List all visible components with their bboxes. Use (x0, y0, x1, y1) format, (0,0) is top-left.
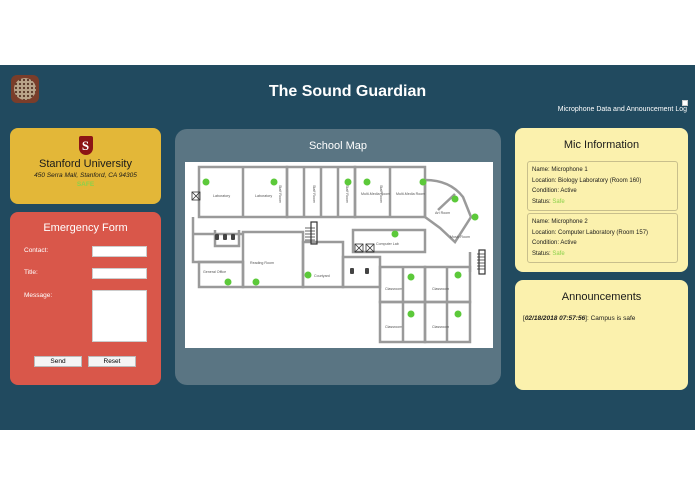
mic-status: Safe (552, 250, 565, 257)
send-button[interactable]: Send (34, 356, 82, 367)
contact-label: Contact: (24, 247, 49, 254)
microphone-marker[interactable] (471, 213, 479, 221)
mic-status-row: Status: Safe (532, 197, 673, 208)
microphone-marker[interactable] (224, 278, 232, 286)
title-label: Title: (24, 269, 38, 276)
microphone-marker[interactable] (202, 178, 210, 186)
room-label: General Office (203, 270, 226, 274)
school-map-title: School Map (308, 140, 368, 152)
mic-condition: Condition: Active (532, 188, 577, 194)
school-address: 450 Serra Mall, Stanford, CA 94305 (34, 172, 137, 179)
mic-condition: Condition: Active (532, 240, 577, 246)
microphone-marker[interactable] (304, 271, 312, 279)
message-label: Message: (24, 292, 53, 299)
room-label: Classroom (432, 325, 449, 329)
room-label: Laboratory (255, 194, 272, 198)
microphone-marker[interactable] (391, 230, 399, 238)
school-map-panel: School Map (175, 129, 501, 385)
mic-status-label: Status: (532, 198, 553, 205)
room-label: Classroom (385, 325, 402, 329)
mic-card-2[interactable]: Name: Microphone 2 Location: Computer La… (527, 213, 678, 263)
speaker-grille (14, 78, 36, 100)
room-label: Multi-Media Room (361, 192, 390, 196)
room-label: Courtyard (314, 274, 330, 278)
mic-card-1[interactable]: Name: Microphone 1 Location: Biology Lab… (527, 161, 678, 211)
reset-button[interactable]: Reset (88, 356, 136, 367)
microphone-marker[interactable] (407, 310, 415, 318)
room-label: Computer Lab (376, 242, 399, 246)
room-label: Staff Room (312, 185, 316, 203)
mic-name: Name: Microphone 2 (532, 219, 588, 225)
school-name: Stanford University (39, 158, 132, 170)
room-label: Art Room (435, 211, 450, 215)
mic-location: Location: Computer Laboratory (Room 157) (532, 229, 649, 236)
announcements-title: Announcements (561, 291, 642, 303)
microphone-marker[interactable] (344, 178, 352, 186)
mic-status-row: Status: Safe (532, 249, 673, 260)
announcement-text: Campus is safe (590, 315, 636, 322)
room-label: Laboratory (213, 194, 230, 198)
school-card: S Stanford University 450 Serra Mall, St… (10, 128, 161, 204)
emergency-form: Emergency Form Contact: Title: Message: … (10, 212, 161, 385)
room-label: Classroom (432, 287, 449, 291)
log-link[interactable]: Microphone Data and Announcement Log (557, 106, 687, 113)
announcement-timestamp: 02/18/2018 07:57:56 (524, 315, 586, 322)
announcement-item: [02/18/2018 07:57:56]: Campus is safe (523, 315, 636, 322)
emergency-form-title: Emergency Form (43, 222, 128, 234)
microphone-marker[interactable] (407, 273, 415, 281)
school-status: SAFE (76, 181, 95, 188)
room-label: Staff Room (345, 185, 349, 203)
message-textarea[interactable] (92, 290, 147, 342)
contact-input[interactable] (92, 246, 147, 257)
title-input[interactable] (92, 268, 147, 279)
mic-info-panel: Mic Information Name: Microphone 1 Locat… (515, 128, 688, 272)
microphone-marker[interactable] (454, 310, 462, 318)
microphone-speaker-icon (11, 75, 39, 103)
stanford-logo-icon: S (78, 136, 93, 155)
mic-status: Safe (552, 198, 565, 205)
room-label: Multi-Media Room (396, 192, 425, 196)
microphone-marker[interactable] (363, 178, 371, 186)
microphone-marker[interactable] (252, 278, 260, 286)
mic-location: Location: Biology Laboratory (Room 160) (532, 177, 642, 184)
room-label: Reading Room (250, 261, 274, 265)
room-label: Music Room (450, 235, 470, 239)
mic-status-label: Status: (532, 250, 553, 257)
floor-plan: Laboratory Laboratory Staff Room Staff R… (185, 162, 493, 348)
app-title: The Sound Guardian (268, 83, 427, 100)
announcements-panel: Announcements [02/18/2018 07:57:56]: Cam… (515, 280, 688, 390)
app-container: The Sound Guardian Microphone Data and A… (0, 65, 695, 430)
microphone-marker[interactable] (419, 178, 427, 186)
room-label: Staff Room (278, 185, 282, 203)
room-label: Staff Room (379, 185, 383, 203)
microphone-marker[interactable] (451, 195, 459, 203)
mic-name: Name: Microphone 1 (532, 167, 588, 173)
room-label: Classroom (385, 287, 402, 291)
log-toggle-checkbox[interactable] (682, 100, 688, 106)
microphone-marker[interactable] (270, 178, 278, 186)
microphone-marker[interactable] (454, 271, 462, 279)
mic-info-title: Mic Information (563, 139, 640, 151)
